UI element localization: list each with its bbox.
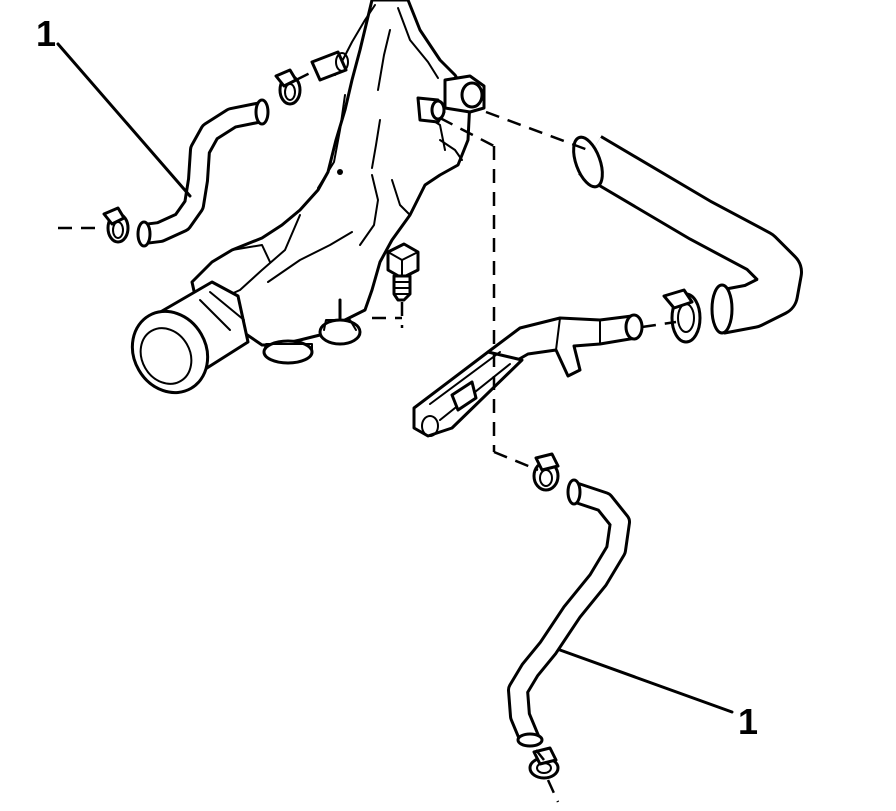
hose-clamp-upper-left-b bbox=[102, 206, 130, 244]
hose-clamp-large bbox=[662, 288, 702, 344]
callout-label-upper-left: 1 bbox=[36, 13, 57, 54]
heater-hose-upper-left bbox=[136, 98, 270, 248]
hose-clamp-lower-b bbox=[528, 746, 560, 780]
alignment-lines bbox=[58, 70, 677, 803]
upper-left-stud bbox=[310, 50, 349, 82]
engine-housing bbox=[190, 0, 472, 347]
mounting-bosses bbox=[262, 298, 362, 365]
callout-label-lower-right: 1 bbox=[738, 701, 759, 742]
metal-pipe-and-bracket bbox=[412, 313, 644, 438]
upper-outlet-nipple bbox=[416, 74, 486, 124]
large-coolant-hose bbox=[572, 135, 803, 335]
callout-leaders bbox=[56, 42, 734, 714]
mounting-bolt bbox=[372, 242, 420, 328]
heater-hose-lower bbox=[507, 478, 631, 748]
hose-clamp-lower-a bbox=[532, 452, 560, 492]
coolant-outlet-pipe bbox=[130, 280, 250, 395]
hose-clamp-upper-left-a bbox=[274, 68, 302, 106]
